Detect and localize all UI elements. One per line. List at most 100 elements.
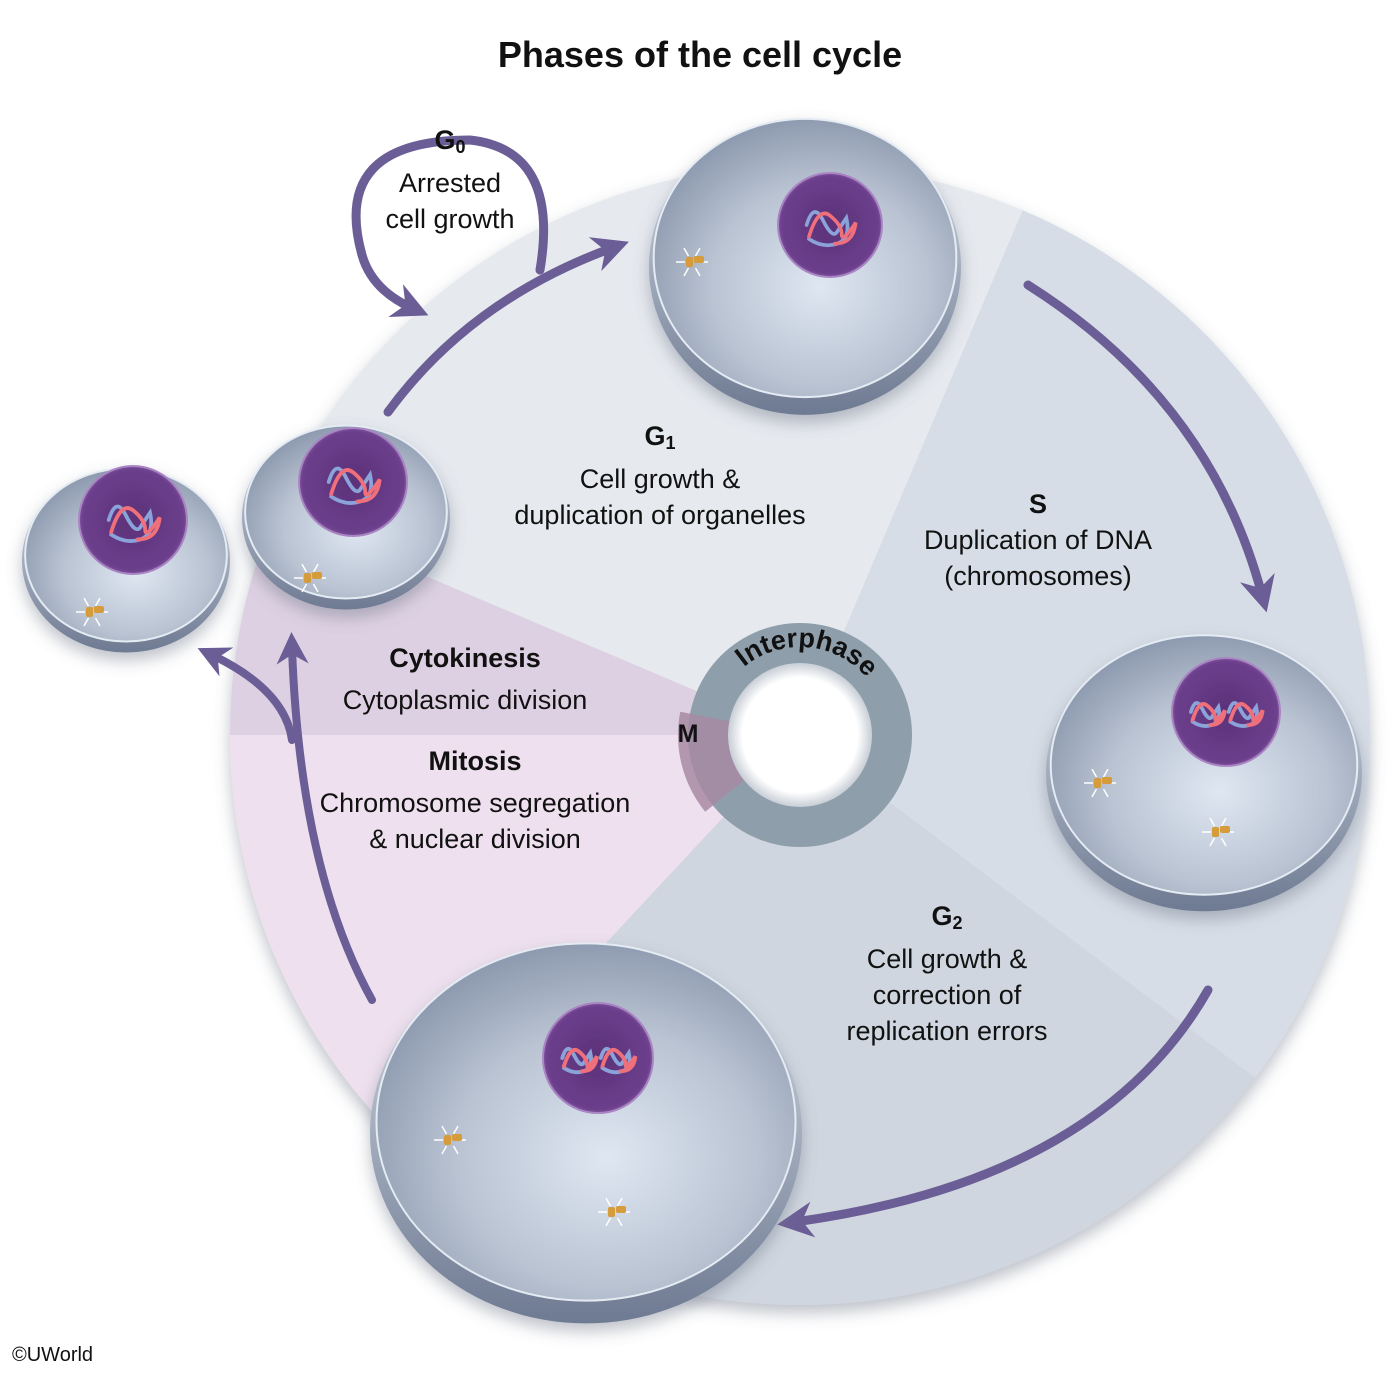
aster-ray [1209,837,1216,847]
centrosome [676,247,708,277]
chromatin-red [807,211,858,246]
cytokinesis-heading: Cytokinesis [389,643,541,673]
nucleus [78,465,188,575]
centriole [94,606,104,613]
mitosis-desc-1: Chromosome segregation [319,788,631,818]
g0-desc-1: Arrested [398,168,502,198]
centriole [694,256,704,263]
aster-ray [301,583,308,593]
sector-mitosis [230,735,800,1152]
g2-desc-3: replication errors [846,1016,1048,1046]
nucleus [777,172,883,278]
chromatin-red [561,1047,599,1074]
centrosome [76,597,108,627]
centriole [686,257,693,267]
mitosis-heading: Mitosis [428,746,522,776]
chromatin-red [1190,702,1227,727]
s-desc-2: (chromosomes) [944,561,1132,591]
arrow-g1-to-s [1023,280,1275,613]
cell-g2 [370,942,802,1324]
aster-ray [83,617,90,627]
arrow-s-to-g2 [777,985,1213,1238]
s-desc-1: Duplication of DNA [923,525,1153,555]
aster-ray [441,1125,448,1135]
arrow-g1-to-cell [383,237,629,417]
aster-ray [1220,837,1227,847]
arrow-g0-loop [351,135,549,318]
chromatin-red [1228,702,1265,727]
cell-body [1049,634,1359,896]
centriole [452,1134,462,1141]
aster-ray [605,1217,612,1227]
cytokinesis-desc-1: Cytoplasmic division [342,685,588,715]
aster-ray [452,1145,459,1155]
aster-ray [312,563,319,573]
ring-hole [728,663,872,807]
aster-ray [301,563,308,573]
g2-desc-1: Cell growth & [866,944,1028,974]
chromatin-red [109,506,162,542]
aster-ray [694,247,701,257]
cell-s [1046,634,1362,912]
mitosis-label: Mitosis Chromosome segregation & nuclear… [290,743,660,857]
center-ring [678,623,912,847]
centriole [312,572,322,579]
chromatin-red [600,1047,638,1074]
g1-desc-2: duplication of organelles [514,500,806,530]
cell-body [375,942,797,1302]
g1-desc-1: Cell growth & [579,464,741,494]
cell-g1 [649,117,961,415]
centrosome [434,1125,466,1155]
aster-ray [452,1125,459,1135]
centriole [608,1207,615,1217]
aster-ray [94,617,101,627]
copyright-notice: ©UWorld [12,1344,94,1366]
mitosis-desc-2: & nuclear division [369,824,581,854]
g0-label: G0 Arrested cell growth [360,122,540,237]
centrosome [1084,768,1116,798]
g1-heading: G1 [644,421,676,453]
centriole [1212,827,1219,837]
g2-label: G2 Cell growth & correction of replicati… [797,898,1097,1049]
aster-ray [94,597,101,607]
aster-ray [312,583,319,593]
cell-daughter-2 [22,465,230,653]
aster-ray [605,1197,612,1207]
arrow-cytokinesis-left [197,647,296,744]
aster-ray [83,597,90,607]
arrow-mitosis-up [276,632,376,1004]
aster-ray [441,1145,448,1155]
aster-ray [616,1217,623,1227]
aster-ray [1091,768,1098,778]
centriole [444,1135,451,1145]
g0-heading: G0 [434,125,466,157]
s-label: S Duplication of DNA (chromosomes) [888,486,1188,594]
g2-desc-2: correction of [872,980,1022,1010]
m-phase-ring-label: M [678,720,699,748]
cytokinesis-label: Cytokinesis Cytoplasmic division [300,640,630,718]
g2-heading: G2 [931,901,963,933]
centrosome [1202,817,1234,847]
centriole [1102,777,1112,784]
centriole [304,573,311,583]
page-title: Phases of the cell cycle [497,34,903,75]
aster-ray [694,267,701,277]
g1-label: G1 Cell growth & duplication of organell… [470,418,850,533]
aster-ray [1091,788,1098,798]
aster-ray [683,267,690,277]
aster-ray [1102,788,1109,798]
aster-ray [1102,768,1109,778]
aster-ray [683,247,690,257]
centrosome [294,563,326,593]
centriole [616,1206,626,1213]
centriole [1220,826,1230,833]
chromatin-red [329,468,382,504]
cells [22,117,1362,1324]
g0-desc-2: cell growth [385,204,515,234]
nucleus [298,427,408,537]
centrosome [598,1197,630,1227]
aster-ray [1220,817,1227,827]
centriole [1094,778,1101,788]
